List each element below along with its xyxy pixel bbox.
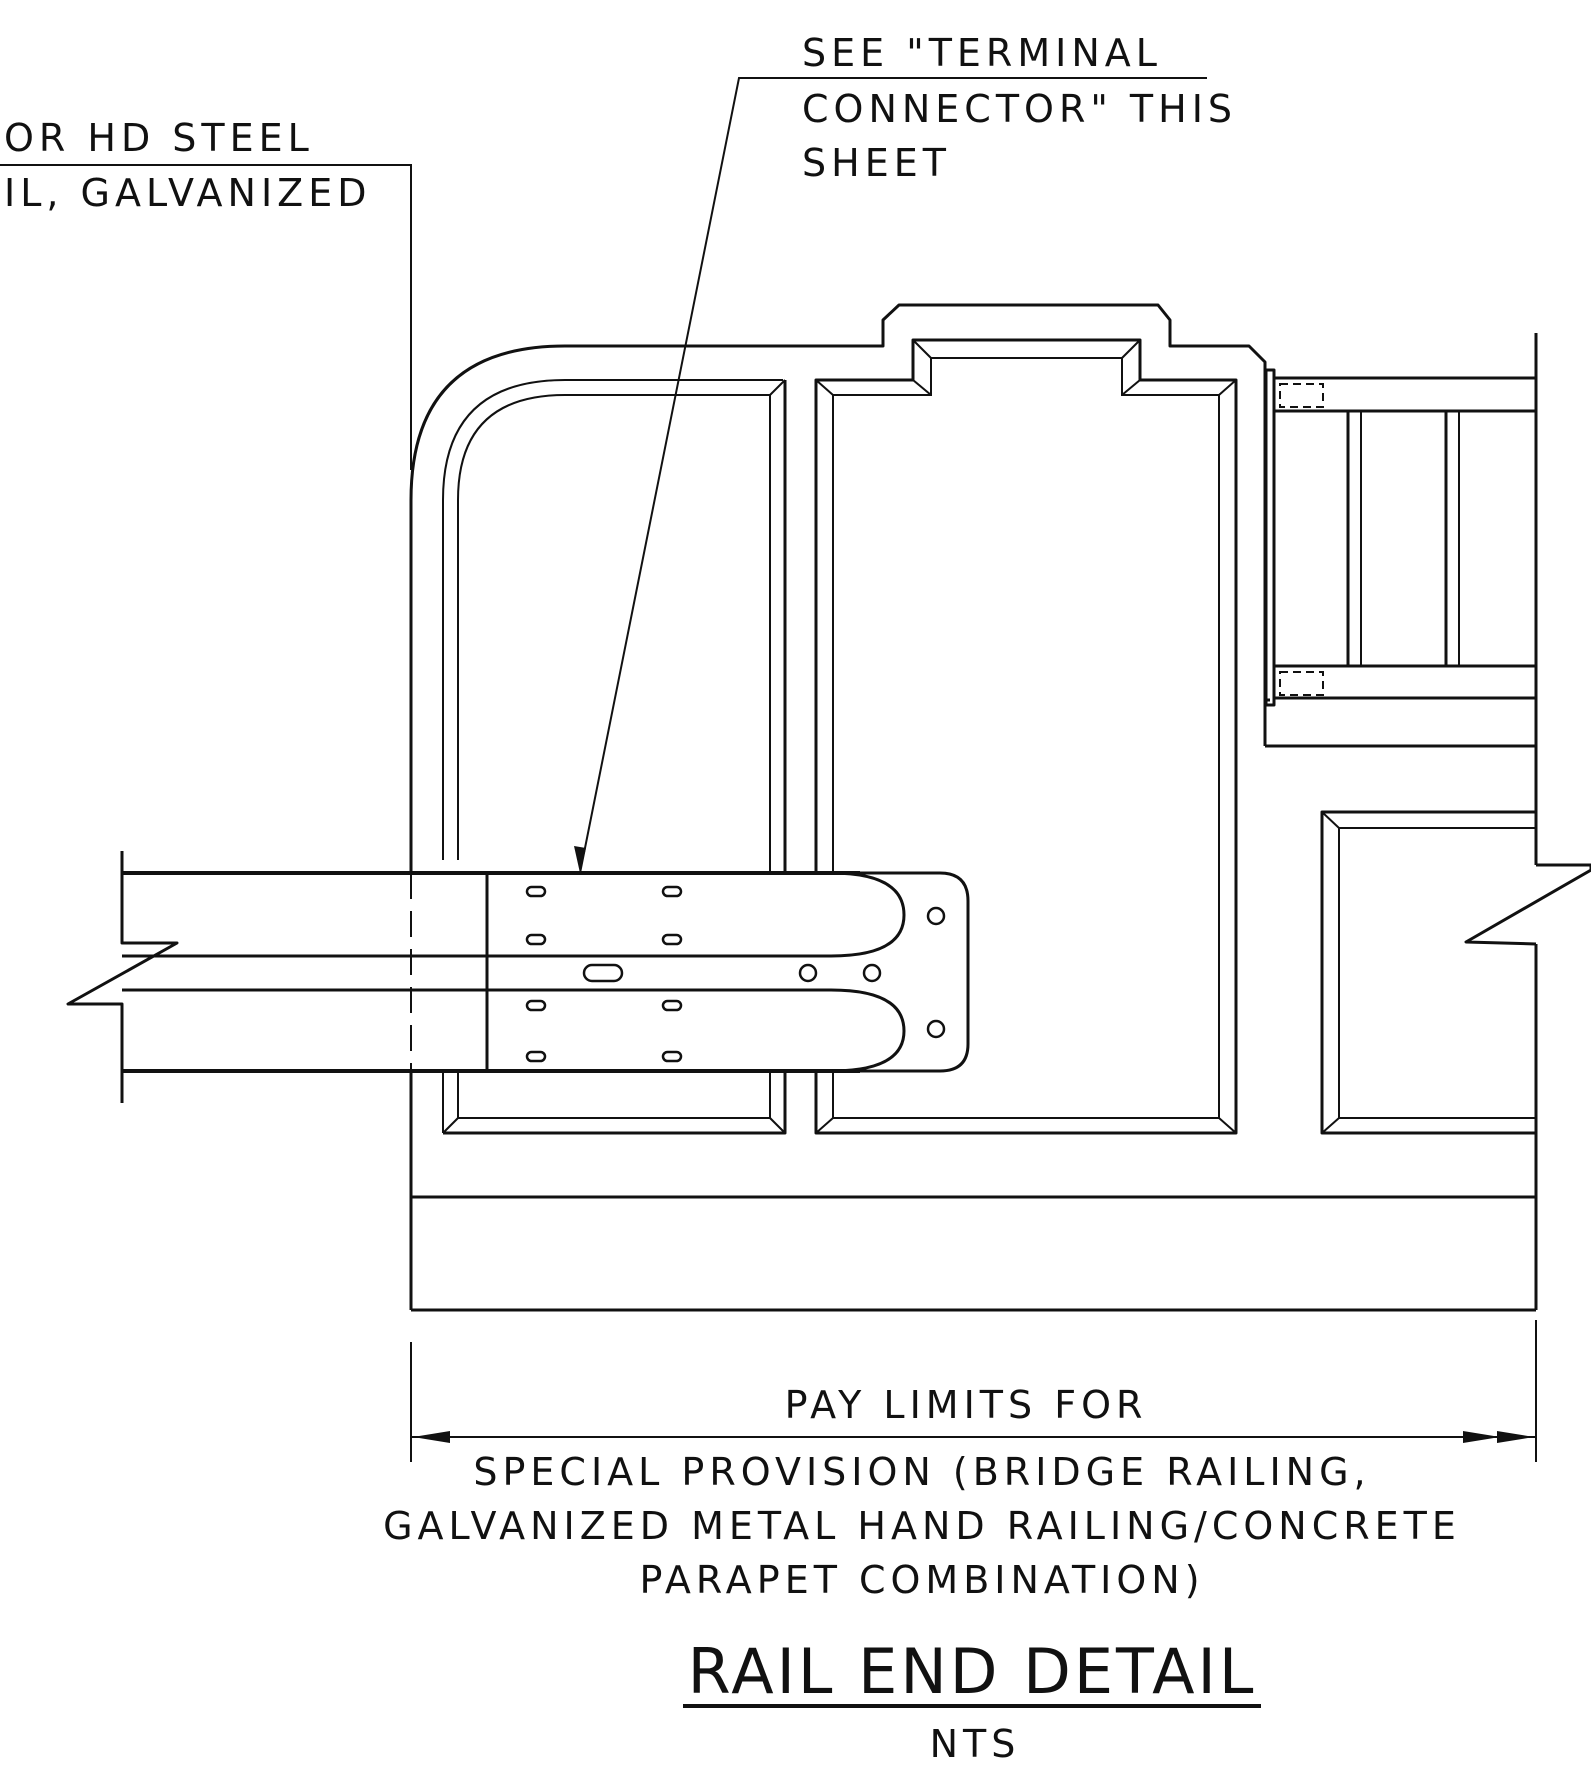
- rail-note-leader: [0, 164, 412, 470]
- panel-left: [442, 379, 787, 1135]
- pay-limits-line4: PARAPET COMBINATION): [639, 1558, 1204, 1602]
- railing-bolt-bottom: [1279, 671, 1324, 696]
- annotations: OR HD STEEL IL, GALVANIZED SEE "TERMINAL…: [4, 31, 1461, 1766]
- parapet-inner-curve-2: [457, 394, 770, 860]
- pay-limits-dimension: [410, 1320, 1537, 1462]
- pay-limits-line3: GALVANIZED METAL HAND RAILING/CONCRETE: [383, 1504, 1461, 1548]
- terminal-note-arrowhead: [574, 846, 586, 873]
- terminal-note-leader: [579, 77, 1207, 874]
- rail-material-note-line1: OR HD STEEL: [4, 116, 314, 160]
- terminal-note-line1: SEE "TERMINAL: [802, 31, 1162, 75]
- panel-right: [1320, 810, 1536, 1135]
- scale-note: NTS: [930, 1722, 1021, 1766]
- detail-title: RAIL END DETAIL: [688, 1635, 1257, 1708]
- panel-center: [814, 338, 1238, 1135]
- rail-material-note-line2: IL, GALVANIZED: [4, 171, 371, 215]
- terminal-note-line3: SHEET: [802, 141, 951, 185]
- break-line-right: [1464, 863, 1591, 946]
- bolt-slots: [525, 885, 946, 1063]
- railing-bolt-top: [1279, 383, 1324, 408]
- pay-limits-line1: PAY LIMITS FOR: [785, 1383, 1148, 1427]
- pay-limits-line2: SPECIAL PROVISION (BRIDGE RAILING,: [473, 1450, 1370, 1494]
- parapet-inner-curve: [442, 379, 783, 860]
- recessed-panels: [442, 338, 1536, 1135]
- terminal-note-line2: CONNECTOR" THIS: [802, 87, 1237, 131]
- leader-lines: [0, 77, 1207, 874]
- railing-base-plate: [1264, 368, 1276, 707]
- concrete-parapet: [409, 303, 1591, 1312]
- steel-rail-beam: [66, 851, 970, 1103]
- parapet-outline: [409, 303, 1270, 1310]
- metal-hand-railing: [1263, 368, 1536, 748]
- break-line-left: [66, 851, 179, 1103]
- terminal-connector-plate: [487, 871, 970, 1073]
